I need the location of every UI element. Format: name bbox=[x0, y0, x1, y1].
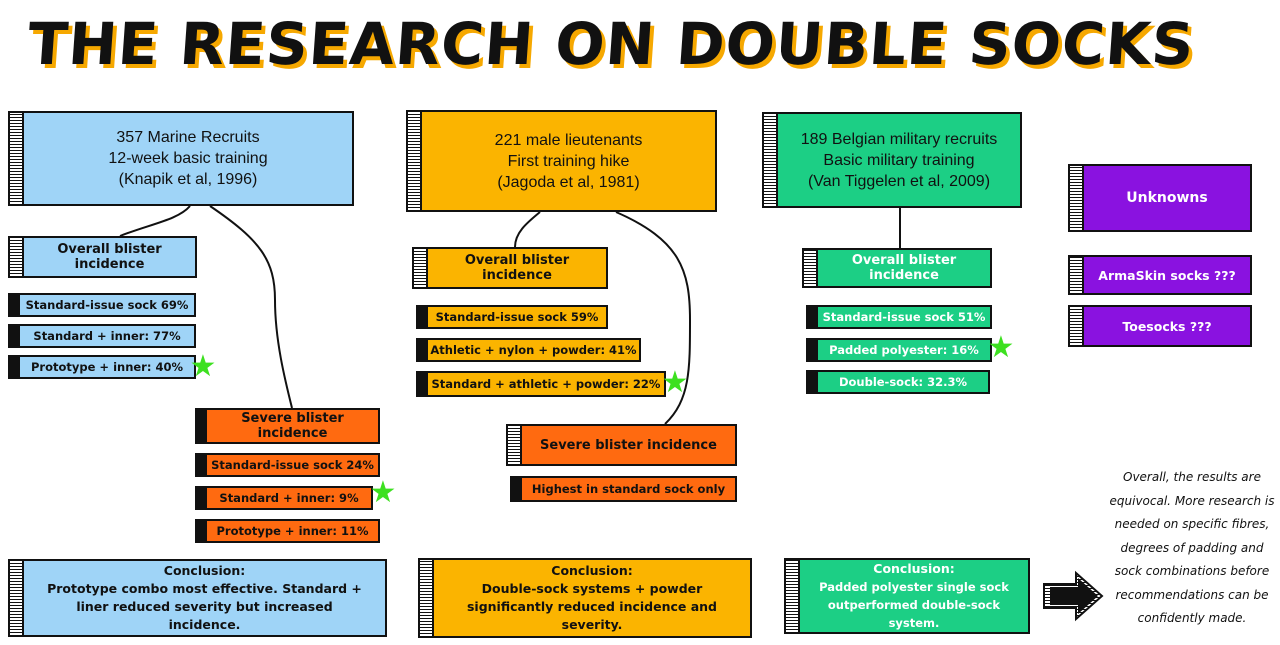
study2-severe-item-1: Highest in standard sock only bbox=[510, 476, 737, 502]
study1-severe-label: Severe blister incidence bbox=[195, 408, 380, 444]
study3-overall-item-1: Standard-issue sock 51% bbox=[806, 305, 992, 329]
study2-line3: (Jagoda et al, 1981) bbox=[497, 173, 640, 191]
study2-line2: First training hike bbox=[507, 152, 630, 170]
connector-study2-severe bbox=[615, 211, 692, 425]
study1-severe-item-1: Standard-issue sock 24% bbox=[195, 453, 380, 477]
study1-overall-item-1: Standard-issue sock 69% bbox=[8, 293, 196, 317]
star-icon: ★ bbox=[369, 475, 397, 510]
study2-header: 221 male lieutenants First training hike… bbox=[406, 110, 717, 212]
study1-severe-item-3: Prototype + inner: 11% bbox=[195, 519, 380, 543]
study1-line3: (Knapik et al, 1996) bbox=[118, 171, 258, 188]
study1-overall-item-3: Prototype + inner: 40% bbox=[8, 355, 196, 379]
study1-line2: 12-week basic training bbox=[108, 150, 268, 167]
study2-conclusion: Conclusion: Double-sock systems + powder… bbox=[418, 558, 752, 638]
study2-overall-item-3: Standard + athletic + powder: 22% bbox=[416, 371, 666, 397]
study3-line3: (Van Tiggelen et al, 2009) bbox=[807, 172, 991, 190]
connector-study1-severe bbox=[209, 205, 293, 409]
arrow-right-icon bbox=[1043, 570, 1104, 622]
study3-header: 189 Belgian military recruits Basic mili… bbox=[762, 112, 1022, 208]
unknowns-item-1: ArmaSkin socks ??? bbox=[1068, 255, 1252, 295]
study2-conclusion-title: Conclusion: bbox=[551, 563, 633, 578]
unknowns-item-2: Toesocks ??? bbox=[1068, 305, 1252, 347]
study1-severe-item-2: Standard + inner: 9% bbox=[195, 486, 373, 510]
study3-conclusion: Conclusion: Padded polyester single sock… bbox=[784, 558, 1030, 634]
study2-overall-item-1: Standard-issue sock 59% bbox=[416, 305, 608, 329]
study2-conclusion-text: Double-sock systems + powder significant… bbox=[466, 581, 718, 632]
study3-overall-item-3: Double-sock: 32.3% bbox=[806, 370, 990, 394]
unknowns-header: Unknowns bbox=[1068, 164, 1252, 232]
study3-conclusion-text: Padded polyester single sock outperforme… bbox=[819, 580, 1009, 630]
star-icon: ★ bbox=[987, 330, 1015, 365]
study3-overall-label: Overall blister incidence bbox=[802, 248, 992, 288]
study2-severe-label: Severe blister incidence bbox=[506, 424, 737, 466]
star-icon: ★ bbox=[189, 349, 217, 384]
study1-conclusion-text: Prototype combo most effective. Standard… bbox=[47, 581, 362, 632]
study1-conclusion: Conclusion: Prototype combo most effecti… bbox=[8, 559, 387, 637]
summary-note: Overall, the results are equivocal. More… bbox=[1109, 470, 1275, 625]
study1-line1: 357 Marine Recruits bbox=[116, 129, 260, 146]
study1-overall-label: Overall blister incidence bbox=[8, 236, 197, 278]
study3-line1: 189 Belgian military recruits bbox=[800, 130, 998, 148]
connector-study1-overall bbox=[119, 205, 191, 237]
connector-study2-overall bbox=[514, 211, 541, 248]
study3-conclusion-title: Conclusion: bbox=[873, 561, 955, 576]
study2-line1: 221 male lieutenants bbox=[494, 131, 643, 149]
study1-overall-item-2: Standard + inner: 77% bbox=[8, 324, 196, 348]
study1-conclusion-title: Conclusion: bbox=[163, 563, 246, 578]
study1-header: 357 Marine Recruits 12-week basic traini… bbox=[8, 111, 354, 206]
study2-overall-item-2: Athletic + nylon + powder: 41% bbox=[416, 338, 641, 362]
star-icon: ★ bbox=[661, 365, 689, 400]
study2-overall-label: Overall blister incidence bbox=[412, 247, 608, 289]
study3-line2: Basic military training bbox=[823, 151, 975, 169]
study3-overall-item-2: Padded polyester: 16% bbox=[806, 338, 992, 362]
